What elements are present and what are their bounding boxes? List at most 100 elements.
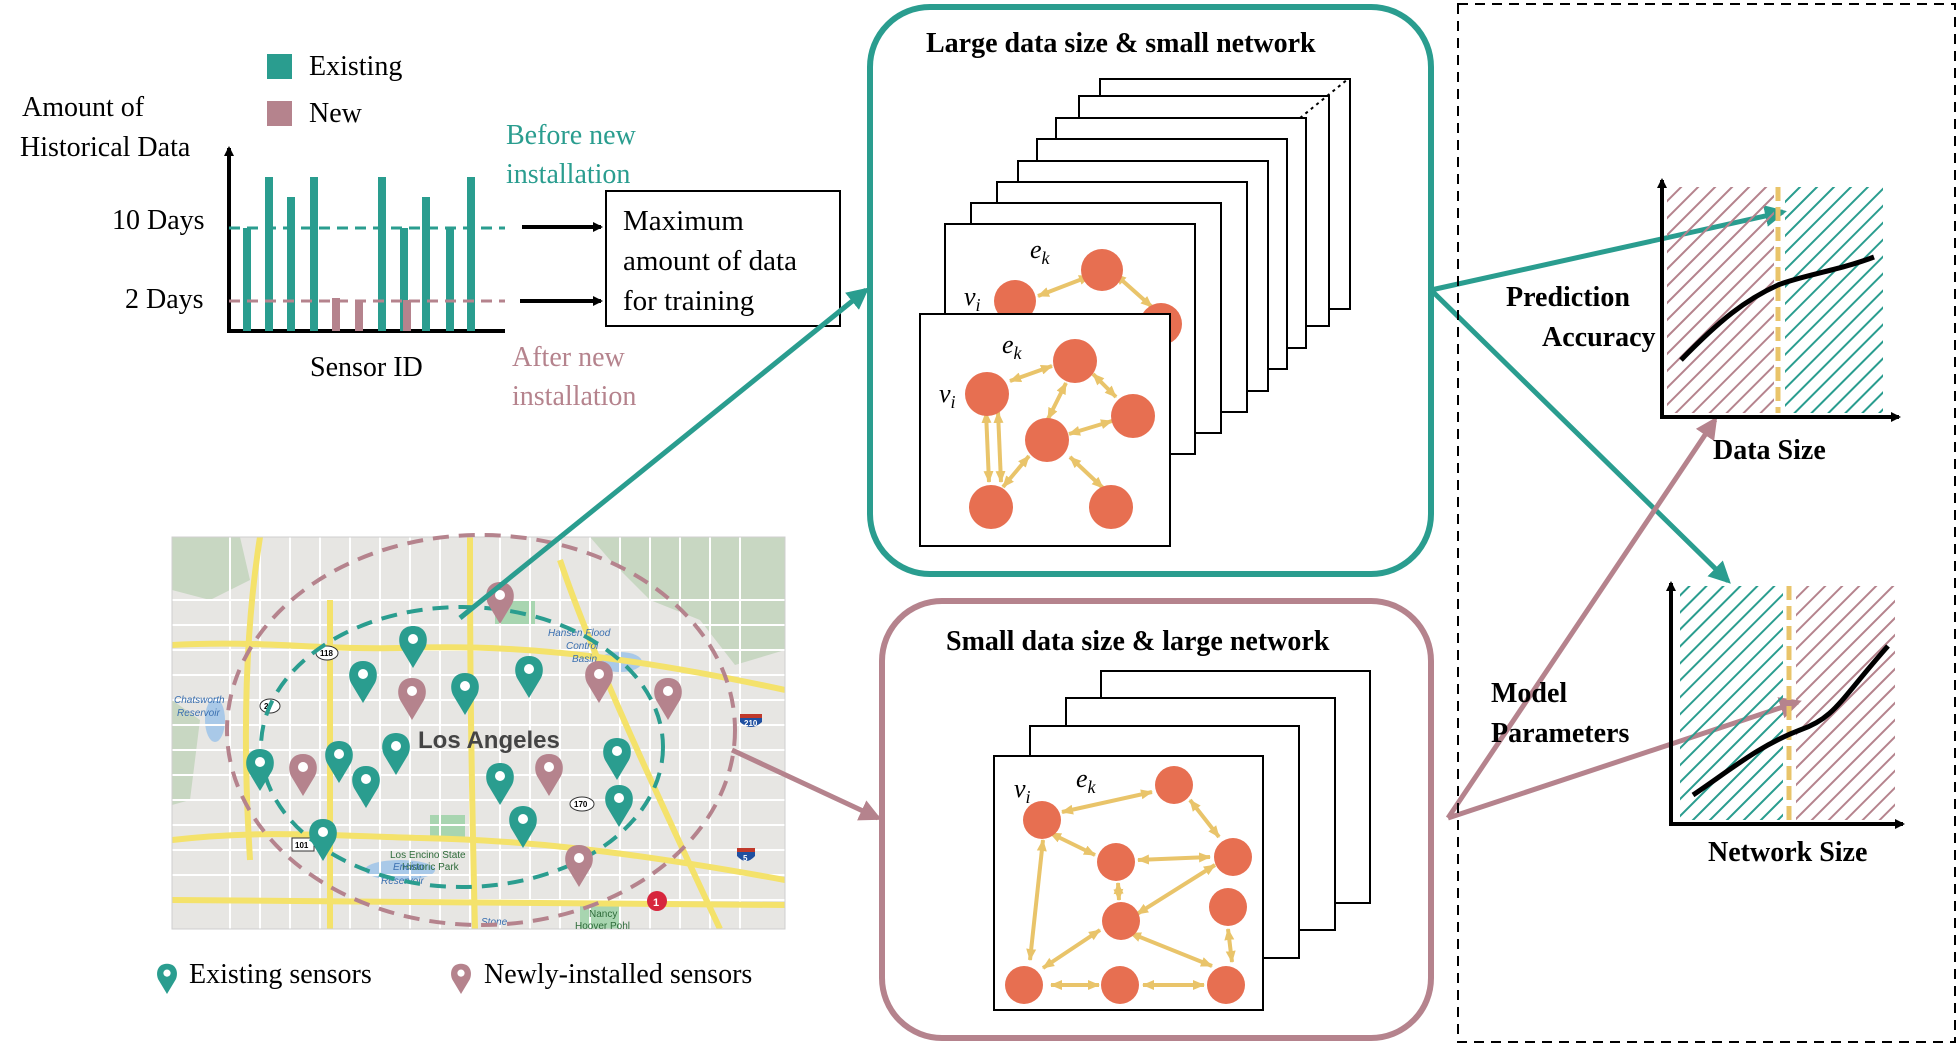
bottom-box-title: Small data size & large network (946, 626, 1330, 657)
legend-new-label: New (309, 98, 363, 129)
route-170-shield: 170 (569, 796, 595, 812)
graph-node (1081, 249, 1123, 291)
bottom-graph-edges (1026, 789, 1236, 990)
front-node-label: vi (939, 379, 956, 412)
mid-edge-label-e: e (1030, 235, 1042, 264)
route-101-label: 101 (295, 841, 309, 850)
route-5-shield: 5 (737, 848, 755, 863)
route-118-label: 118 (320, 649, 333, 658)
map-place-hansen-1: Hansen Flood (548, 628, 611, 639)
mid-node-label-sub: i (976, 295, 981, 315)
arrow-map-to-top-box (458, 287, 870, 620)
bar-existing (287, 197, 295, 331)
map-legend: Existing sensors Newly-installed sensors (157, 959, 752, 994)
map-badge-label: 1 (653, 897, 659, 909)
accuracy-plot-teal-region (1785, 187, 1883, 413)
graph-node (969, 485, 1013, 529)
map-place-hansen-3: Basin (572, 654, 597, 665)
accuracy-plot-mauve-region (1667, 187, 1774, 413)
map-legend-existing-pin (157, 963, 177, 994)
bottom-node-label: vi (1014, 774, 1031, 807)
graph-node (1101, 966, 1139, 1004)
legend-new-swatch (267, 101, 292, 126)
data-size-label: Data Size (1713, 435, 1826, 466)
map-place-nancy-2: Hoover Pohl (575, 921, 630, 932)
small-data-large-network-panel: Small data size & large network (879, 598, 1434, 1041)
arrow-bottom-to-accuracy-plot (1445, 416, 1718, 820)
y-axis-label-line1: Amount of (22, 92, 145, 123)
bar-existing (243, 228, 251, 331)
map-place-chatsworth: Chatsworth (174, 695, 225, 706)
map-legend-new-label: Newly-installed sensors (484, 959, 752, 990)
bar-existing (400, 228, 408, 331)
bar-existing (422, 197, 430, 331)
map-place-chatsworth-reservoir: Reservoir (177, 708, 220, 719)
bar-new (355, 300, 363, 331)
front-edge-label: ek (1002, 330, 1023, 363)
prediction-accuracy-line1: Prediction (1506, 282, 1630, 313)
model-parameters-line1: Model (1491, 678, 1567, 709)
bar-existing (310, 177, 318, 331)
graph-node (1053, 339, 1097, 383)
top-box-title: Large data size & small network (926, 28, 1316, 59)
graph-node (994, 280, 1036, 322)
front-edge-label-sub: k (1014, 343, 1023, 363)
before-installation-line2: installation (506, 159, 630, 190)
graph-node (1102, 902, 1140, 940)
history-bar-chart: Existing New Amount of Historical Data 1… (20, 51, 841, 412)
network-plot-mauve-region (1796, 586, 1895, 820)
map-place-hansen-2: Control (566, 641, 599, 652)
mid-node-label: vi (964, 282, 981, 315)
max-data-line1: Maximum (623, 205, 744, 237)
network-plot-teal-region (1680, 586, 1783, 820)
route-118-shield: 118 (315, 645, 339, 661)
map-place-encino-2: Historic Park (402, 862, 460, 873)
after-installation-line2: installation (512, 381, 636, 412)
route-210-label: 210 (744, 719, 758, 728)
graph-node (1097, 843, 1135, 881)
mid-edge-label: ek (1030, 235, 1051, 268)
bar-existing (265, 177, 273, 331)
graph-node (1209, 888, 1247, 926)
map-place-nancy-1: Nancy (589, 909, 617, 920)
bar-existing (378, 177, 386, 331)
map-legend-existing-label: Existing sensors (189, 959, 372, 990)
graph-node (965, 372, 1009, 416)
arrow-map-to-bottom-box (730, 747, 882, 821)
outer-region-ellipse (225, 533, 737, 927)
bottom-edge-label-sub: k (1088, 777, 1097, 797)
large-data-small-network-panel: Large data size & small network vi ek (867, 4, 1434, 577)
mid-graph: vi ek (964, 235, 1182, 345)
legend-existing-label: Existing (309, 51, 402, 82)
tick-2-days: 2 Days (125, 284, 204, 315)
arrow-top-to-network-plot (1429, 288, 1731, 584)
sensor-map: Los Angeles Chatsworth Reservoir Hansen … (171, 533, 786, 932)
map-city-label: Los Angeles (418, 727, 560, 754)
after-installation-line1: After new (512, 342, 626, 373)
bar-new (332, 298, 340, 331)
graph-node (1111, 394, 1155, 438)
network-size-label: Network Size (1708, 837, 1867, 868)
accuracy-curve (1679, 254, 1875, 362)
front-edge-label-e: e (1002, 330, 1014, 359)
tick-10-days: 10 Days (112, 205, 205, 236)
max-data-line2: amount of data (623, 245, 797, 277)
before-installation-line1: Before new (506, 120, 637, 151)
bar-existing (467, 177, 475, 331)
mid-node-label-v: v (964, 282, 976, 311)
bottom-node-label-v: v (1014, 774, 1026, 803)
graph-node (1023, 801, 1061, 839)
max-data-line3: for training (623, 285, 754, 317)
legend-existing-swatch (267, 54, 292, 79)
bottom-node-label-sub: i (1026, 787, 1031, 807)
bar-existing (446, 228, 454, 331)
inner-region-ellipse (259, 605, 665, 889)
tradeoff-panel-frame (1457, 3, 1956, 1043)
front-graph-top (981, 364, 1118, 490)
graph-node (1089, 485, 1133, 529)
front-node-label-v: v (939, 379, 951, 408)
graph-node (1214, 838, 1252, 876)
graph-node (1005, 966, 1043, 1004)
graph-node (1207, 966, 1245, 1004)
